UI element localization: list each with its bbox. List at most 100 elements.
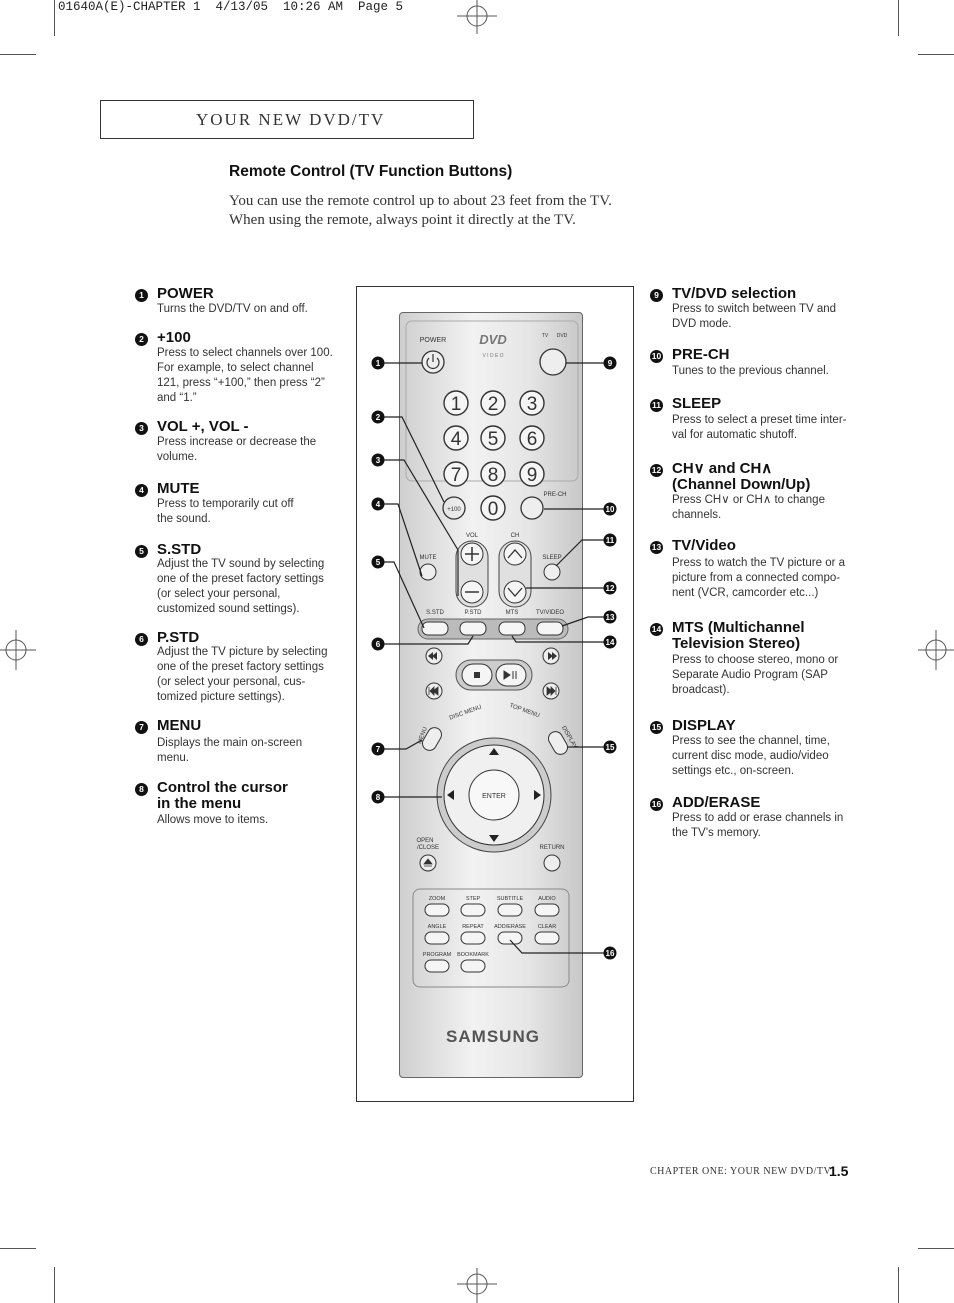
callout-leader-line [384,561,425,629]
feature-heading-line: (Channel Down/Up) [672,476,811,493]
description-line: Press to watch the TV picture or a [672,557,846,569]
crop-mark [0,54,36,55]
callout-number: 7 [135,721,148,734]
callout-marker-label: 4 [376,500,381,509]
number-button [519,390,545,416]
crop-mark [918,54,954,55]
callout-number: 14 [650,623,663,636]
registration-mark [0,630,36,670]
play-pause-button [495,663,527,687]
callout-leader-line [555,539,604,567]
feature-heading: P.STD [157,630,199,646]
display-button [548,731,568,755]
page-number: 1.5 [829,1163,849,1179]
function-button [424,959,450,973]
crop-mark [54,0,55,36]
description-line: settings etc., on-screen. [672,765,795,777]
mode-button [536,621,564,636]
ch-label: CH [511,533,520,539]
callout-marker-label: 6 [376,640,381,649]
crop-mark [54,1267,55,1303]
plus100-label: +100 [447,507,461,513]
stop-icon [474,672,480,678]
callout-marker [371,742,385,756]
function-button [460,959,486,973]
feature-heading-line: S.STD [157,541,202,558]
feature-description: Allows move to items. [157,813,342,828]
callout-number: 4 [135,484,148,497]
crop-mark [898,1267,899,1303]
arrow-down-icon [489,835,499,842]
callout-marker-label: 7 [376,745,381,754]
callout-number: 12 [650,464,663,477]
mode-button-bar [417,618,569,640]
callout-marker [371,453,385,467]
description-line: Press to add or erase channels in [672,812,844,824]
callout-marker-label: 8 [376,793,381,802]
callout-number: 5 [135,545,148,558]
feature-heading: +100 [157,330,191,346]
callout-marker [603,581,617,595]
feature-heading-line: VOL +, VOL - [157,418,249,435]
description-line: Tunes to the previous channel. [672,365,829,377]
callout-leader-line [384,459,459,596]
plus100-button [442,496,466,520]
feature-heading: TV/Video [672,538,736,554]
feature-description: Press to select channels over 100.For ex… [157,346,342,406]
callout-marker [371,637,385,651]
number-button [443,425,469,451]
footer-chapter: CHAPTER ONE: YOUR NEW DVD/TV [650,1166,832,1177]
function-label: ZOOM [429,896,446,902]
disc-menu-label: DISC MENU [449,704,483,721]
callout-leader-line [561,616,604,627]
feature-description: Turns the DVD/TV on and off. [157,302,342,317]
crop-mark [918,1248,954,1249]
number-button-label: 8 [488,465,499,486]
return-label: RETURN [540,845,565,851]
sleep-button [543,563,561,581]
description-line: Separate Audio Program (SAP [672,669,828,681]
feature-description: Tunes to the previous channel. [672,364,857,379]
function-label: STEP [466,896,481,902]
feature-heading: MENU [157,718,201,734]
feature-heading-line: PRE-CH [672,346,730,363]
callout-marker-label: 2 [376,413,381,422]
callout-number: 6 [135,633,148,646]
description-line: one of the preset factory settings [157,661,324,673]
callout-leader-line [511,635,604,643]
plus-icon [465,547,479,561]
number-button-label: 3 [527,394,538,415]
description-line: DVD mode. [672,318,732,330]
description-line: Press to choose stereo, mono or [672,654,839,666]
number-button [443,461,469,487]
function-button [424,931,450,945]
callout-marker-label: 10 [606,505,615,514]
callout-number: 10 [650,350,663,363]
registration-mark [457,1268,497,1303]
number-button-label: 6 [527,429,538,450]
number-button-label: 7 [451,465,462,486]
return-button [543,854,561,872]
open-label: OPEN [416,838,433,844]
chevron-down-icon [507,587,523,597]
number-button [480,425,506,451]
feature-heading-line: +100 [157,329,191,346]
description-line: Press to temporarily cut off [157,498,294,510]
callout-marker [603,635,617,649]
feature-heading: ADD/ERASE [672,795,760,811]
callout-marker [371,497,385,511]
skip-forward-icon [546,686,557,696]
fastforward-icon [548,652,557,660]
tvvideo-label: TV/VIDEO [536,610,564,616]
mute-button [419,563,437,581]
description-line: Press to select a preset time inter- [672,414,847,426]
feature-heading-line: ADD/ERASE [672,794,761,811]
dvd-label: DVD [557,333,568,339]
pstd-label: P.STD [465,610,483,616]
zero-label: 0 [488,499,499,520]
callout-marker-label: 16 [606,949,615,958]
